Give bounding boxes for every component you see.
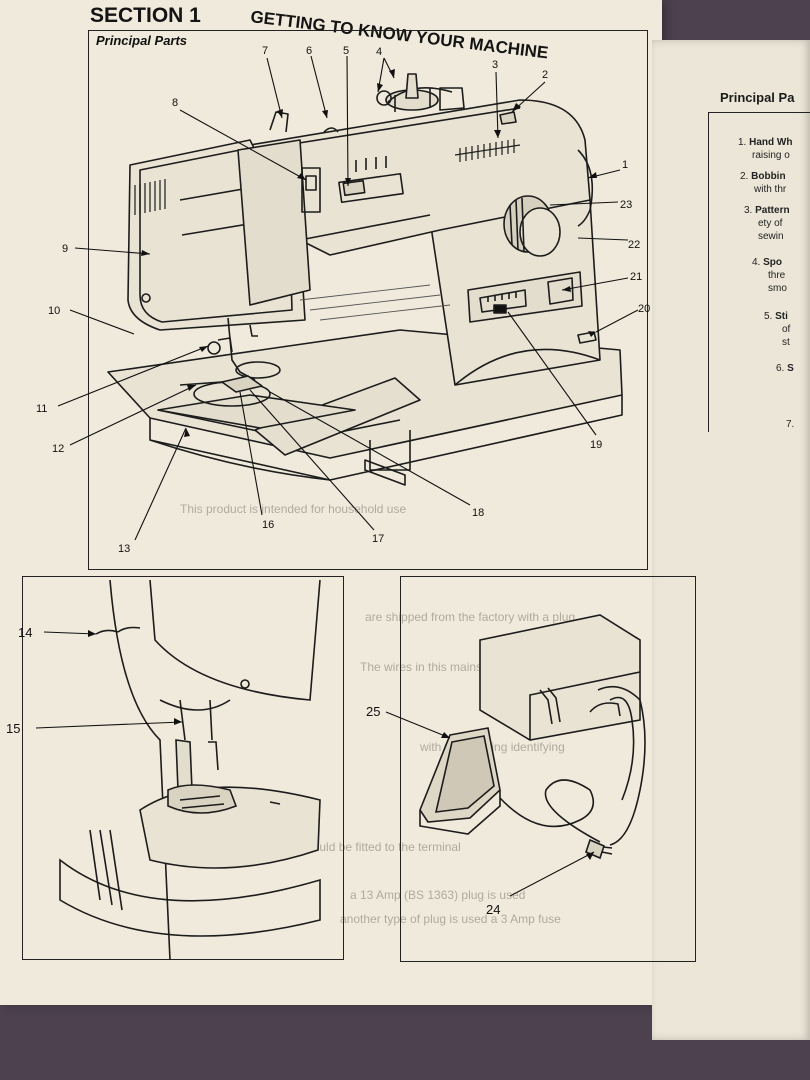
callout-25: 25 xyxy=(366,704,380,719)
item-number: 2. xyxy=(740,171,749,182)
show-through-line: This product is intended for household u… xyxy=(180,502,407,516)
bed-shading xyxy=(299,284,451,321)
callout-24: 24 xyxy=(486,902,500,917)
item-desc: thre xyxy=(768,270,786,281)
item-desc: with thr xyxy=(754,184,787,195)
pattern-indicator xyxy=(454,139,521,162)
right-item-3: 3. Pattern xyxy=(744,204,810,217)
item-label: Hand Wh xyxy=(749,137,793,148)
pattern-selector-dial xyxy=(503,195,561,257)
inset-foot-control-frame xyxy=(400,576,696,962)
callout-21: 21 xyxy=(630,271,642,283)
item-label: Sti xyxy=(775,311,788,322)
callout-12: 12 xyxy=(52,443,64,455)
item-label: Bobbin xyxy=(751,171,786,182)
inset-foot-control xyxy=(419,614,646,860)
inset-right-arrowheads xyxy=(441,732,594,860)
item-number: 6. xyxy=(776,363,785,374)
front-plate xyxy=(237,139,321,306)
bobbin-winder xyxy=(499,111,517,125)
right-item-2: 2. Bobbin xyxy=(740,170,810,183)
callout-1: 1 xyxy=(622,159,628,171)
needle-plate xyxy=(157,361,356,429)
control-panel xyxy=(467,271,583,323)
show-through-line: another type of plug is used a 3 Amp fus… xyxy=(340,912,561,926)
callout-15: 15 xyxy=(6,721,20,736)
callout-7: 7 xyxy=(262,45,268,57)
item-label: S xyxy=(787,363,794,374)
leader-lines xyxy=(57,55,639,541)
right-item-6: 6. S xyxy=(776,362,810,375)
power-switch xyxy=(577,331,597,344)
show-through-line: should be fitted to the terminal xyxy=(300,840,461,854)
callout-6: 6 xyxy=(306,45,312,57)
callout-14: 14 xyxy=(18,625,32,640)
inset-needle-area xyxy=(59,579,321,961)
callout-16: 16 xyxy=(262,519,274,531)
inset-right-leaders xyxy=(385,711,595,897)
head-vents xyxy=(134,179,166,215)
item-desc: raising o xyxy=(752,150,790,161)
right-item-7: 7. xyxy=(786,418,810,431)
show-through-line: are shipped from the factory with a plug xyxy=(365,610,576,624)
spool-pins xyxy=(376,73,465,112)
show-through-line: a 13 Amp (BS 1363) plug is used xyxy=(350,888,526,902)
callout-labels: 1 2 3 4 5 6 7 8 9 10 11 12 13 16 17 18 1… xyxy=(36,45,650,555)
callout-8: 8 xyxy=(172,97,178,109)
right-item-5: 5. Sti xyxy=(764,310,810,323)
callout-19: 19 xyxy=(590,439,602,451)
item-number: 3. xyxy=(744,205,753,216)
principal-parts-label: Principal Parts xyxy=(96,33,188,48)
item-desc: sewin xyxy=(758,231,784,242)
right-item-4: 4. Spo xyxy=(752,256,810,269)
item-number: 4. xyxy=(752,257,761,268)
item-label: Pattern xyxy=(755,205,790,216)
callout-18: 18 xyxy=(472,507,484,519)
leader-arrowheads xyxy=(141,69,597,437)
callout-11: 11 xyxy=(36,403,47,415)
item-desc: of xyxy=(782,324,791,335)
item-desc: ety of xyxy=(758,218,783,229)
hand-wheel xyxy=(577,149,594,227)
callout-23: 23 xyxy=(620,199,632,211)
inset-needle-area-frame xyxy=(22,576,344,960)
callout-22: 22 xyxy=(628,239,640,251)
stitch-length-control xyxy=(338,156,404,204)
callout-5: 5 xyxy=(343,45,349,57)
callout-3: 3 xyxy=(492,59,498,71)
inset-left-callouts: 14 15 xyxy=(6,625,32,736)
free-arm xyxy=(254,377,421,486)
right-page-title: Principal Pa xyxy=(720,90,795,105)
presser-foot-assembly xyxy=(207,317,263,393)
inset-right-callouts: 25 24 xyxy=(366,704,500,917)
item-label: Spo xyxy=(763,257,783,268)
callout-9: 9 xyxy=(62,243,68,255)
inset-left-leaders xyxy=(35,631,183,729)
callout-13: 13 xyxy=(118,543,130,555)
callout-10: 10 xyxy=(48,305,60,317)
right-item-1: 1. Hand Wh xyxy=(738,136,808,149)
item-number: 1. xyxy=(738,137,747,148)
item-number: 5. xyxy=(764,311,773,322)
callout-4: 4 xyxy=(376,46,382,58)
item-desc: st xyxy=(782,337,790,348)
callout-17: 17 xyxy=(372,533,384,545)
inset-left-arrowheads xyxy=(88,630,182,725)
item-desc: smo xyxy=(768,283,787,294)
callout-20: 20 xyxy=(638,303,650,315)
callout-2: 2 xyxy=(542,69,548,81)
right-page xyxy=(652,40,810,1040)
right-page-box xyxy=(708,112,810,432)
illustration-layer: 1 2 3 4 5 6 7 8 9 10 11 12 13 16 17 18 1… xyxy=(6,45,650,961)
item-number: 7. xyxy=(786,419,795,430)
principal-parts-frame xyxy=(88,30,648,570)
